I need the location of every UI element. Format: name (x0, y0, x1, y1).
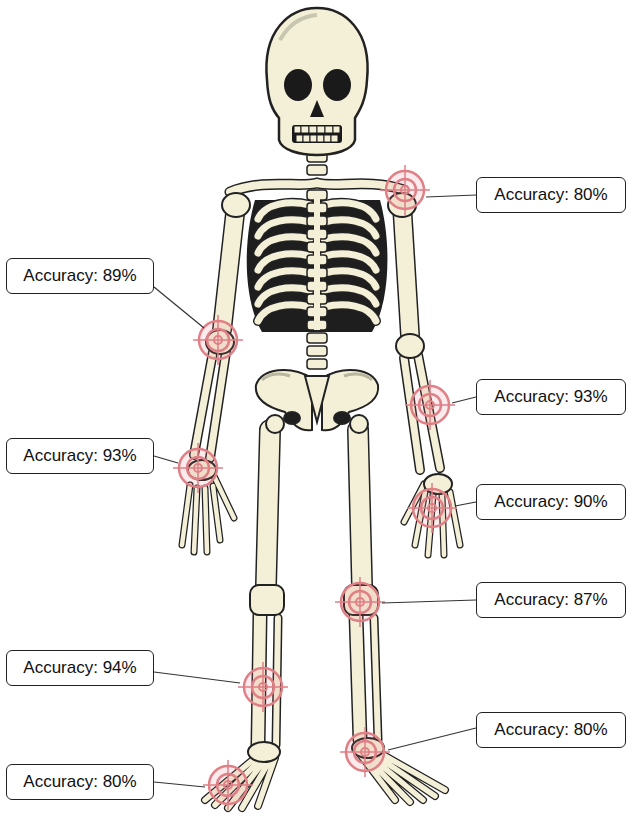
leader-lines (154, 195, 476, 787)
accuracy-label-box: Accuracy: 80% (476, 177, 626, 213)
accuracy-label-box: Accuracy: 90% (476, 484, 626, 520)
sternum (314, 198, 320, 330)
accuracy-label-box: Accuracy: 89% (6, 258, 154, 294)
accuracy-label-box: Accuracy: 93% (6, 438, 154, 474)
accuracy-label-box: Accuracy: 94% (6, 650, 154, 686)
bone-fills (182, 183, 460, 808)
accuracy-value: Accuracy: 80% (494, 720, 607, 740)
accuracy-value: Accuracy: 90% (494, 492, 607, 512)
target-markers (173, 165, 457, 810)
joints (188, 193, 452, 762)
accuracy-label-box: Accuracy: 80% (476, 712, 626, 748)
accuracy-value: Accuracy: 93% (23, 446, 136, 466)
accuracy-label-box: Accuracy: 87% (476, 582, 626, 618)
accuracy-label-box: Accuracy: 93% (476, 379, 626, 415)
accuracy-value: Accuracy: 94% (23, 658, 136, 678)
accuracy-value: Accuracy: 89% (23, 266, 136, 286)
pelvis (256, 370, 378, 433)
accuracy-value: Accuracy: 93% (494, 387, 607, 407)
spine (307, 152, 327, 369)
accuracy-label-box: Accuracy: 80% (6, 764, 154, 800)
accuracy-value: Accuracy: 87% (494, 590, 607, 610)
accuracy-value: Accuracy: 80% (494, 185, 607, 205)
skull (266, 8, 367, 155)
bone-outlines (182, 183, 460, 808)
accuracy-value: Accuracy: 80% (23, 772, 136, 792)
